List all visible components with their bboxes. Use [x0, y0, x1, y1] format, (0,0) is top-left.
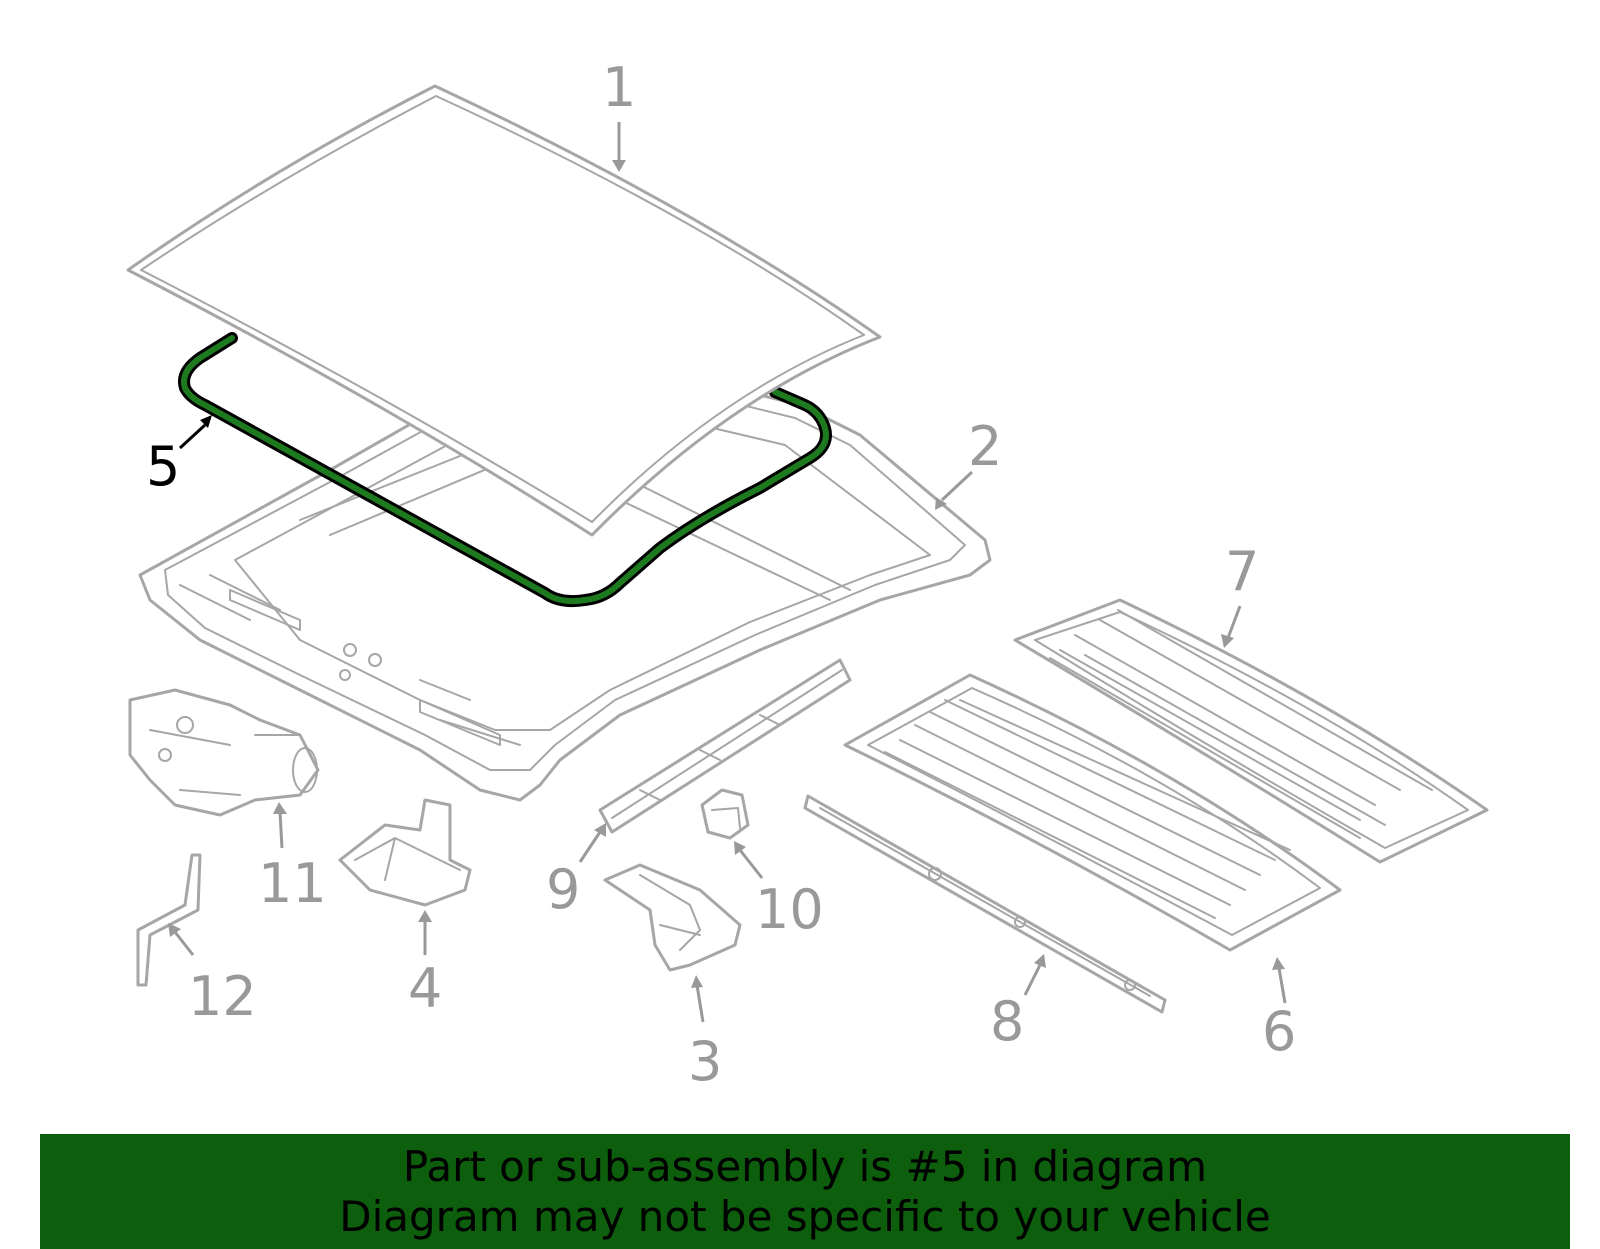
- banner-line-2: Diagram may not be specific to your vehi…: [339, 1192, 1271, 1241]
- arrowhead-8: [1034, 954, 1046, 968]
- part-9-deflector: [598, 658, 852, 834]
- arrowhead-11: [273, 802, 287, 814]
- part-4-module: [338, 798, 472, 907]
- part-8-guide-rail: [803, 794, 1167, 1014]
- leader-9: [578, 831, 602, 863]
- arrowhead-7: [1221, 634, 1234, 648]
- part-3-bracket: [603, 863, 742, 972]
- callout-12: 12: [188, 965, 257, 1028]
- arrowhead-4: [418, 910, 432, 922]
- leader-8: [1023, 964, 1042, 996]
- part-6-front-panel: [843, 673, 1342, 952]
- callout-3: 3: [688, 1030, 722, 1093]
- callout-2: 2: [968, 415, 1002, 478]
- part-1-glass-panel: [126, 84, 882, 537]
- callout-5: 5: [146, 435, 180, 498]
- part-7-rear-panel: [1013, 598, 1489, 864]
- leader-12: [173, 931, 195, 956]
- leader-7: [1226, 605, 1242, 639]
- part-11-motor: [128, 688, 320, 817]
- callout-4: 4: [408, 957, 442, 1020]
- leader-11: [278, 811, 284, 849]
- leader-2: [940, 470, 974, 502]
- callout-1: 1: [602, 56, 636, 119]
- info-banner: Part or sub-assembly is #5 in diagram Di…: [40, 1134, 1570, 1249]
- callout-10: 10: [755, 878, 824, 941]
- arrowhead-2: [935, 497, 947, 510]
- arrowhead-10: [734, 841, 746, 855]
- callout-7: 7: [1225, 540, 1259, 603]
- parts-diagram: 1 2 3 4 5 6 7 8 9 10 11 12: [126, 56, 1489, 1093]
- banner-line-1: Part or sub-assembly is #5 in diagram: [402, 1142, 1208, 1191]
- arrowhead-5: [200, 415, 212, 428]
- callout-6: 6: [1262, 1000, 1296, 1063]
- leader-6: [1277, 967, 1287, 1004]
- callout-8: 8: [990, 990, 1024, 1053]
- arrowhead-9: [594, 823, 606, 837]
- arrowhead-6: [1272, 957, 1285, 970]
- part-12-drain-tube: [136, 853, 202, 987]
- part-10-clip: [700, 788, 750, 840]
- arrowhead-1: [612, 160, 626, 172]
- arrowhead-3: [691, 975, 703, 988]
- leader-3: [695, 984, 705, 1023]
- callout-11: 11: [258, 852, 327, 915]
- callout-labels: 1 2 3 4 5 6 7 8 9 10 11 12: [146, 56, 1296, 1093]
- leader-10: [738, 849, 764, 879]
- leader-5: [178, 423, 207, 450]
- arrowhead-12: [168, 923, 181, 937]
- part-5-seal-highlighted: [178, 332, 832, 608]
- leader-lines: [168, 122, 1287, 1023]
- callout-9: 9: [546, 858, 580, 921]
